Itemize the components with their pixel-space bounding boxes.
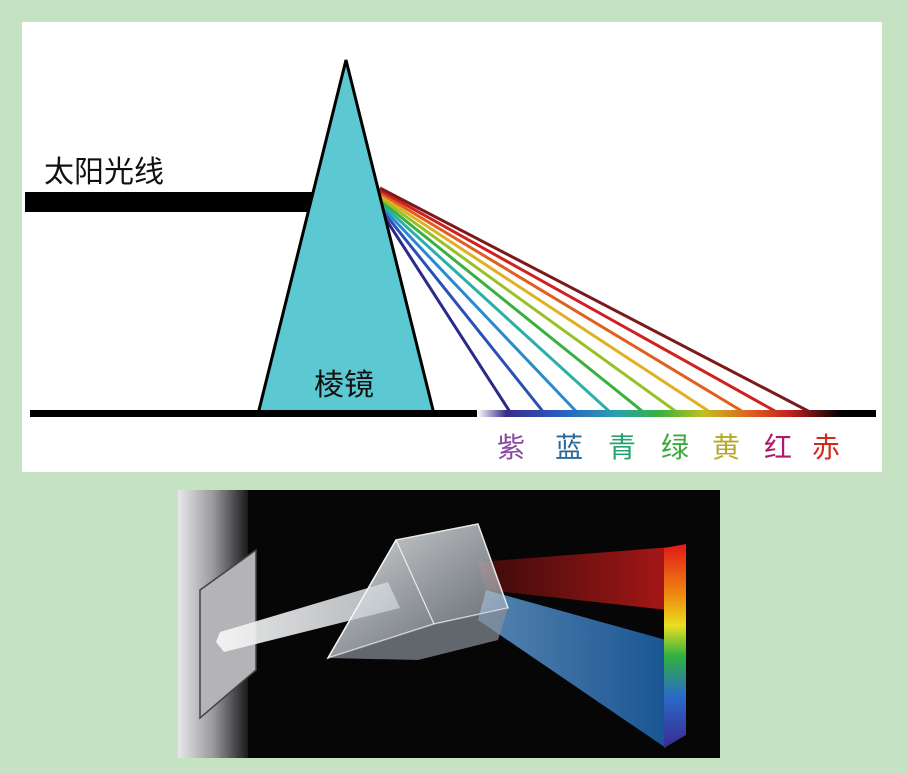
prism-photo (178, 490, 720, 758)
light-beam (216, 582, 400, 652)
sunlight-label: 太阳光线 (44, 155, 164, 190)
spectrum-label-3: 绿 (661, 431, 689, 464)
ray-3 (378, 201, 612, 414)
ground-line (30, 410, 876, 417)
glass-prism-base (328, 608, 508, 660)
spectrum-label-2: 青 (608, 431, 636, 464)
prism-triangle (256, 59, 436, 416)
red-light-fan (478, 546, 686, 612)
spectrum-label-4: 黄 (712, 431, 740, 464)
dispersion-diagram: 太阳光线 棱镜 紫蓝青绿黄红赤 (25, 59, 876, 464)
spectrum-labels: 紫蓝青绿黄红赤 (497, 431, 840, 464)
blue-light-fan (478, 590, 666, 748)
spectrum-label-6: 赤 (812, 431, 840, 464)
prism-photo-illustration (178, 490, 686, 758)
ray-0 (378, 209, 512, 413)
spectrum-label-5: 红 (764, 431, 792, 464)
ray-6 (379, 194, 711, 414)
ray-1 (378, 206, 545, 413)
spectrum-label-1: 蓝 (555, 431, 583, 464)
ray-7 (379, 191, 745, 414)
prism-edge (327, 539, 397, 659)
ray-8 (379, 189, 778, 414)
ray-2 (378, 204, 578, 414)
ray-5 (379, 196, 678, 414)
ray-9 (379, 186, 811, 414)
spectrum-screen (664, 544, 686, 748)
dispersed-rays (378, 186, 811, 414)
prism-edge (395, 539, 435, 625)
prism-label: 棱镜 (314, 368, 374, 403)
diagram-panel: 太阳光线 棱镜 紫蓝青绿黄红赤 (22, 22, 882, 472)
spectrum-label-0: 紫 (497, 431, 525, 464)
sunlight-beam (25, 192, 317, 212)
ray-4 (379, 199, 645, 414)
spectrum-band (477, 410, 842, 417)
